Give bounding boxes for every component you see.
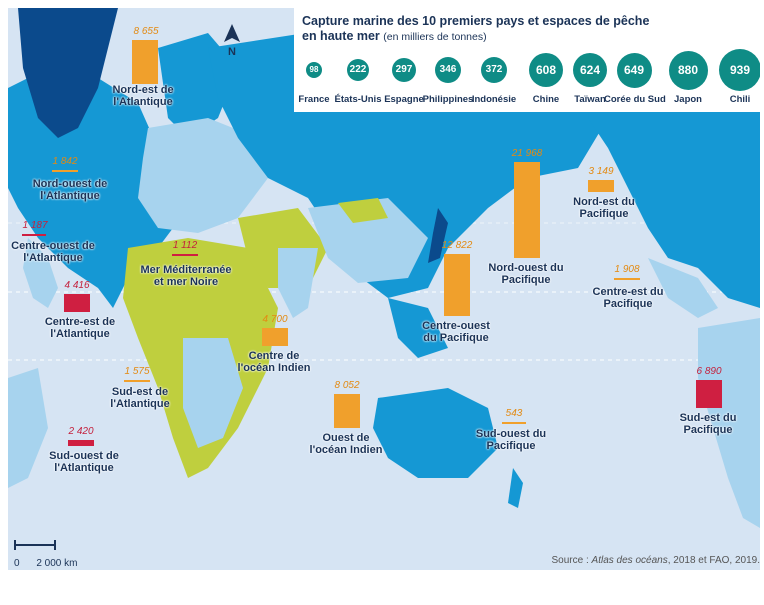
country-circle: 222 <box>347 59 369 81</box>
japan-land <box>428 208 448 263</box>
zone-value: 8 052 <box>334 380 360 391</box>
zone-bar-centre-est-pacifique <box>614 278 640 280</box>
zone-label: Sud-ouest du Pacifique <box>475 428 547 452</box>
country-circle: 880 <box>668 50 708 90</box>
country-name: Taïwan <box>574 94 606 105</box>
zone-bar-centre-ouest-atlantique <box>22 234 46 236</box>
zone-label: Centre-ouest du Pacifique <box>422 320 490 344</box>
zone-bar-nord-ouest-pacifique <box>514 162 540 258</box>
country-name: Espagne <box>384 94 424 105</box>
country-circle: 346 <box>435 57 461 83</box>
country-circle: 939 <box>719 49 760 91</box>
india-land <box>278 248 318 318</box>
zone-value: 1 187 <box>22 220 48 231</box>
zone-label: Centre de l'océan Indien <box>237 350 311 374</box>
country-name: France <box>298 94 330 105</box>
mexico-land <box>648 258 718 318</box>
zone-label: Nord-est de l'Atlantique <box>112 84 174 108</box>
legend-panel: Capture marine des 10 premiers pays et e… <box>294 8 760 112</box>
zone-value: 4 416 <box>64 280 90 291</box>
zone-value: 2 420 <box>68 426 94 437</box>
china-land <box>308 198 428 283</box>
zone-label: Sud-est du Pacifique <box>679 412 737 436</box>
country-circle: 649 <box>616 52 652 88</box>
zone-value: 21 968 <box>511 148 543 159</box>
country-name: Japon <box>674 94 702 105</box>
zone-value: 12 822 <box>441 240 473 251</box>
zone-bar-nord-est-atlantique <box>132 40 158 84</box>
central-america-land <box>23 238 58 308</box>
zone-bar-centre-ocean-indien <box>262 328 288 346</box>
country-name: Chili <box>729 94 751 105</box>
europe-land <box>138 118 268 233</box>
zone-label: Ouest de l'océan Indien <box>309 432 383 456</box>
scale-distance: 2 000 km <box>36 558 78 569</box>
zone-label: Mer Méditerranée et mer Noire <box>140 264 232 288</box>
country-name: États-Unis <box>334 94 382 105</box>
zone-value: 1 908 <box>614 264 640 275</box>
zone-bar-sud-ouest-atlantique <box>68 440 94 446</box>
zone-value: 1 575 <box>124 366 150 377</box>
new-zealand-land <box>508 468 523 508</box>
zone-label: Centre-est de l'Atlantique <box>44 316 116 340</box>
southeast-asia-land <box>388 298 448 358</box>
zone-bar-nord-est-pacifique <box>588 180 614 192</box>
world-map: 8 655 Nord-est de l'Atlantique 1 842 Nor… <box>8 8 760 570</box>
source-suffix: , 2018 et FAO, 2019. <box>667 555 760 566</box>
zone-bar-sud-ouest-pacifique <box>502 422 526 424</box>
zone-bar-nord-ouest-atlantique <box>52 170 78 172</box>
country-circle: 372 <box>481 57 507 83</box>
scale-bar: 0 2 000 km <box>14 538 77 569</box>
zone-value: 8 655 <box>133 26 159 37</box>
zone-bar-mediterranee <box>172 254 198 256</box>
australia-land <box>373 388 498 478</box>
south-america-left-land <box>8 368 48 488</box>
zone-label: Sud-est de l'Atlantique <box>110 386 170 410</box>
scale-zero: 0 <box>14 558 20 569</box>
zone-label: Nord-ouest de l'Atlantique <box>32 178 108 202</box>
north-america-east-land <box>588 48 760 308</box>
mongolia-land <box>338 198 388 223</box>
zone-label: Nord-est du Pacifique <box>573 196 635 220</box>
country-circle: 624 <box>573 53 607 87</box>
south-america-land <box>698 318 760 528</box>
north-arrow-icon: N <box>220 22 244 58</box>
zone-label: Centre-est du Pacifique <box>592 286 664 310</box>
zone-value: 3 149 <box>588 166 614 177</box>
zone-bar-sud-est-atlantique <box>124 380 150 382</box>
zone-value: 543 <box>505 408 523 419</box>
zone-label: Sud-ouest de l'Atlantique <box>49 450 119 474</box>
source-caption: Source : Atlas des océans, 2018 et FAO, … <box>552 555 761 566</box>
source-prefix: Source : <box>551 555 592 566</box>
country-name: Chine <box>532 94 560 105</box>
source-title: Atlas des océans <box>591 555 668 566</box>
legend-unit: (en milliers de tonnes) <box>383 31 487 43</box>
zone-value: 6 890 <box>696 366 722 377</box>
zone-bar-ouest-ocean-indien <box>334 394 360 428</box>
legend-title-text: Capture marine des 10 premiers pays et e… <box>302 14 650 43</box>
legend-title: Capture marine des 10 premiers pays et e… <box>302 14 662 45</box>
zone-value: 1 112 <box>172 240 198 251</box>
africa-light-land <box>183 338 243 448</box>
zone-value: 1 842 <box>52 156 78 167</box>
zone-value: 4 700 <box>262 314 288 325</box>
zone-bar-centre-est-atlantique <box>64 294 90 312</box>
zone-label: Nord-ouest du Pacifique <box>488 262 564 286</box>
country-circle: 297 <box>392 58 416 82</box>
country-name: Philippines <box>422 94 474 105</box>
country-circle: 98 <box>306 62 322 78</box>
country-circle: 608 <box>529 53 563 87</box>
zone-bar-sud-est-pacifique <box>696 380 722 408</box>
country-name: Corée du Sud <box>604 94 666 105</box>
country-name: Indonésie <box>471 94 517 105</box>
north-label: N <box>228 46 236 58</box>
zone-bar-centre-ouest-pacifique <box>444 254 470 316</box>
greenland-land <box>18 8 118 138</box>
zone-label: Centre-ouest de l'Atlantique <box>11 240 95 264</box>
